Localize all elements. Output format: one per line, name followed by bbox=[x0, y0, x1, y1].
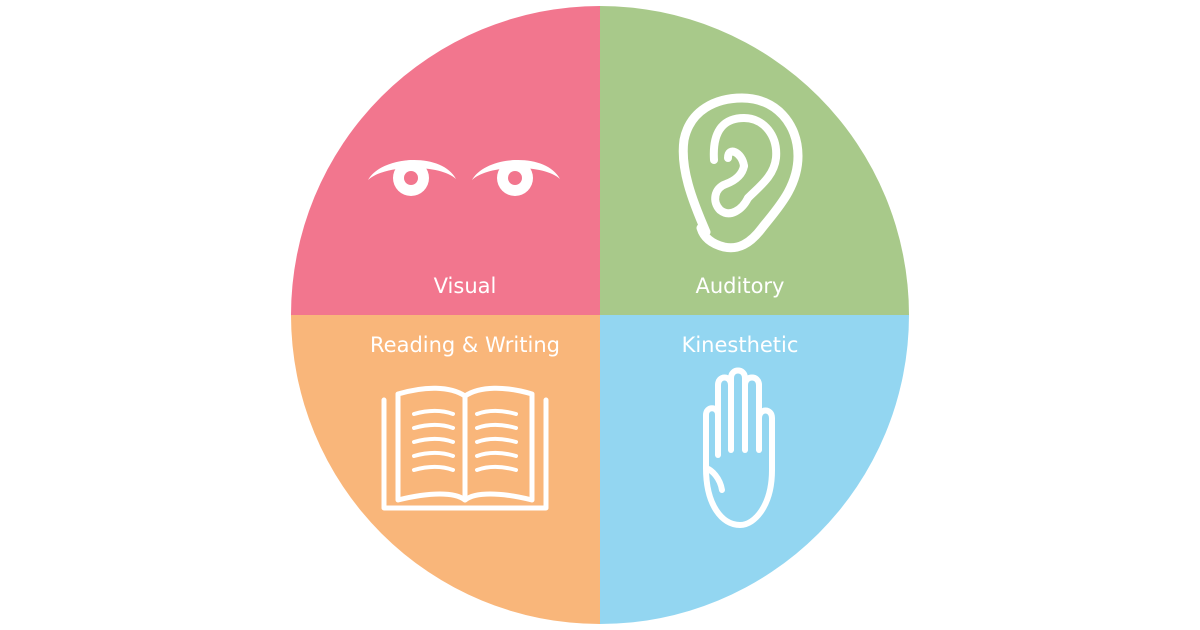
auditory-label: Auditory bbox=[696, 274, 785, 298]
hand-icon bbox=[703, 367, 775, 528]
visual-label: Visual bbox=[434, 274, 497, 298]
left-eye-icon bbox=[368, 159, 456, 196]
visual-quadrant bbox=[291, 6, 600, 315]
auditory-quadrant bbox=[600, 6, 909, 315]
reading-writing-label: Reading & Writing bbox=[370, 333, 560, 357]
right-eye-icon bbox=[472, 159, 560, 196]
eyes-icon bbox=[368, 159, 560, 196]
reading-writing-quadrant bbox=[291, 315, 600, 624]
quadrant-circle bbox=[291, 6, 909, 624]
ear-icon bbox=[678, 93, 803, 253]
open-book-icon bbox=[381, 385, 549, 511]
kinesthetic-label: Kinesthetic bbox=[682, 333, 799, 357]
kinesthetic-quadrant bbox=[600, 315, 909, 624]
